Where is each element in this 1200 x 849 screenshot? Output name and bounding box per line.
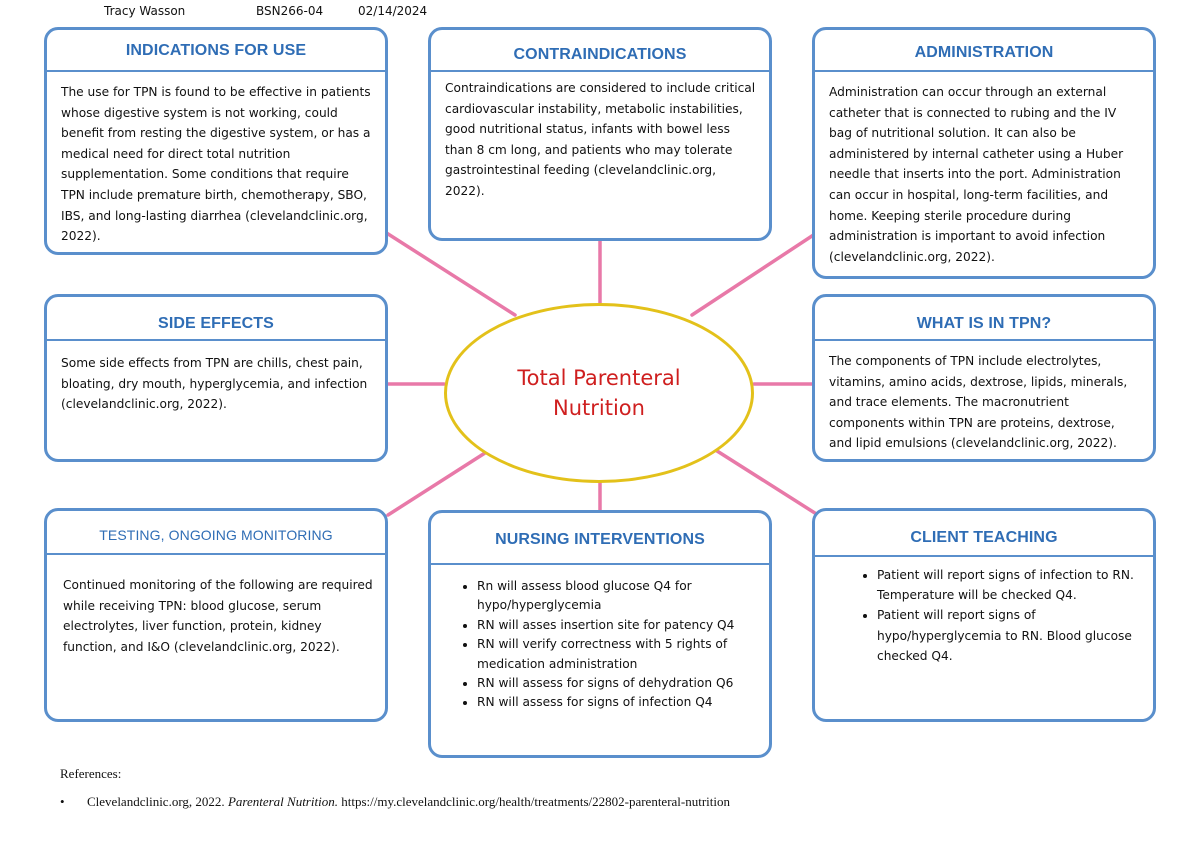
card-divider: [812, 555, 1156, 557]
card-divider: [44, 339, 388, 341]
card-divider: [44, 70, 388, 72]
reference-url[interactable]: https://my.clevelandclinic.org/health/tr…: [337, 794, 731, 809]
card-body: Continued monitoring of the following ar…: [63, 578, 373, 654]
card-body: The use for TPN is found to be effective…: [61, 85, 371, 244]
list-item: RN will assess for signs of infection Q4: [477, 693, 757, 712]
card-client-teaching: CLIENT TEACHING Patient will report sign…: [812, 508, 1156, 722]
references-section: References: • Clevelandclinic.org, 2022.…: [60, 766, 730, 809]
card-title: WHAT IS IN TPN?: [916, 315, 1052, 332]
central-topic-ellipse: Total Parenteral Nutrition: [444, 303, 754, 483]
course-code: BSN266-04: [256, 4, 324, 18]
list-item: RN will verify correctness with 5 rights…: [477, 635, 757, 674]
connector-administration: [690, 230, 820, 317]
header-date: 02/14/2024: [358, 4, 428, 18]
central-topic-line-2: Nutrition: [553, 396, 645, 420]
reference-entry: Clevelandclinic.org, 2022. Parenteral Nu…: [87, 794, 730, 810]
card-divider: [428, 563, 772, 565]
central-topic-title: Total Parenteral Nutrition: [499, 363, 699, 423]
card-indications-for-use: INDICATIONS FOR USE The use for TPN is f…: [44, 27, 388, 255]
list-item: Patient will report signs of infection t…: [877, 565, 1141, 605]
reference-title: Parenteral Nutrition.: [227, 794, 338, 809]
card-testing-ongoing-monitoring: TESTING, ONGOING MONITORING Continued mo…: [44, 508, 388, 722]
card-administration: ADMINISTRATION Administration can occur …: [812, 27, 1156, 279]
card-title: CONTRAINDICATIONS: [513, 46, 687, 63]
card-title: SIDE EFFECTS: [158, 315, 274, 332]
card-body: Contraindications are considered to incl…: [445, 81, 756, 198]
card-what-is-in-tpn: WHAT IS IN TPN? The components of TPN in…: [812, 294, 1156, 462]
client-teaching-list: Patient will report signs of infection t…: [815, 565, 1141, 666]
list-item: Patient will report signs of hypo/hyperg…: [877, 605, 1141, 666]
list-item: RN will asses insertion site for patency…: [477, 616, 757, 635]
student-name: Tracy Wasson: [104, 4, 186, 18]
card-body: Rn will assess blood glucose Q4 for hypo…: [431, 577, 757, 713]
card-nursing-interventions: NURSING INTERVENTIONS Rn will assess blo…: [428, 510, 772, 758]
card-divider: [44, 553, 388, 555]
list-item: Rn will assess blood glucose Q4 for hypo…: [477, 577, 757, 616]
card-title: NURSING INTERVENTIONS: [495, 531, 705, 548]
card-side-effects: SIDE EFFECTS Some side effects from TPN …: [44, 294, 388, 462]
connector-indications: [383, 230, 517, 317]
card-contraindications: CONTRAINDICATIONS Contraindications are …: [428, 27, 772, 241]
card-divider: [428, 70, 772, 72]
central-topic-line-1: Total Parenteral: [517, 366, 681, 390]
card-body: Administration can occur through an exte…: [829, 85, 1124, 264]
reference-bullet: •: [60, 794, 65, 809]
card-divider: [812, 70, 1156, 72]
card-body: Some side effects from TPN are chills, c…: [61, 356, 368, 412]
card-divider: [812, 339, 1156, 341]
card-title: CLIENT TEACHING: [910, 529, 1058, 546]
list-item: RN will assess for signs of dehydration …: [477, 674, 757, 693]
card-body: Patient will report signs of infection t…: [815, 565, 1141, 666]
nursing-interventions-list: Rn will assess blood glucose Q4 for hypo…: [431, 577, 757, 713]
card-body: The components of TPN include electrolyt…: [829, 354, 1128, 451]
card-title: TESTING, ONGOING MONITORING: [99, 527, 333, 543]
card-title: INDICATIONS FOR USE: [125, 42, 307, 59]
references-heading: References:: [60, 766, 122, 781]
reference-source: Clevelandclinic.org, 2022.: [87, 794, 228, 809]
card-title: ADMINISTRATION: [914, 44, 1054, 61]
